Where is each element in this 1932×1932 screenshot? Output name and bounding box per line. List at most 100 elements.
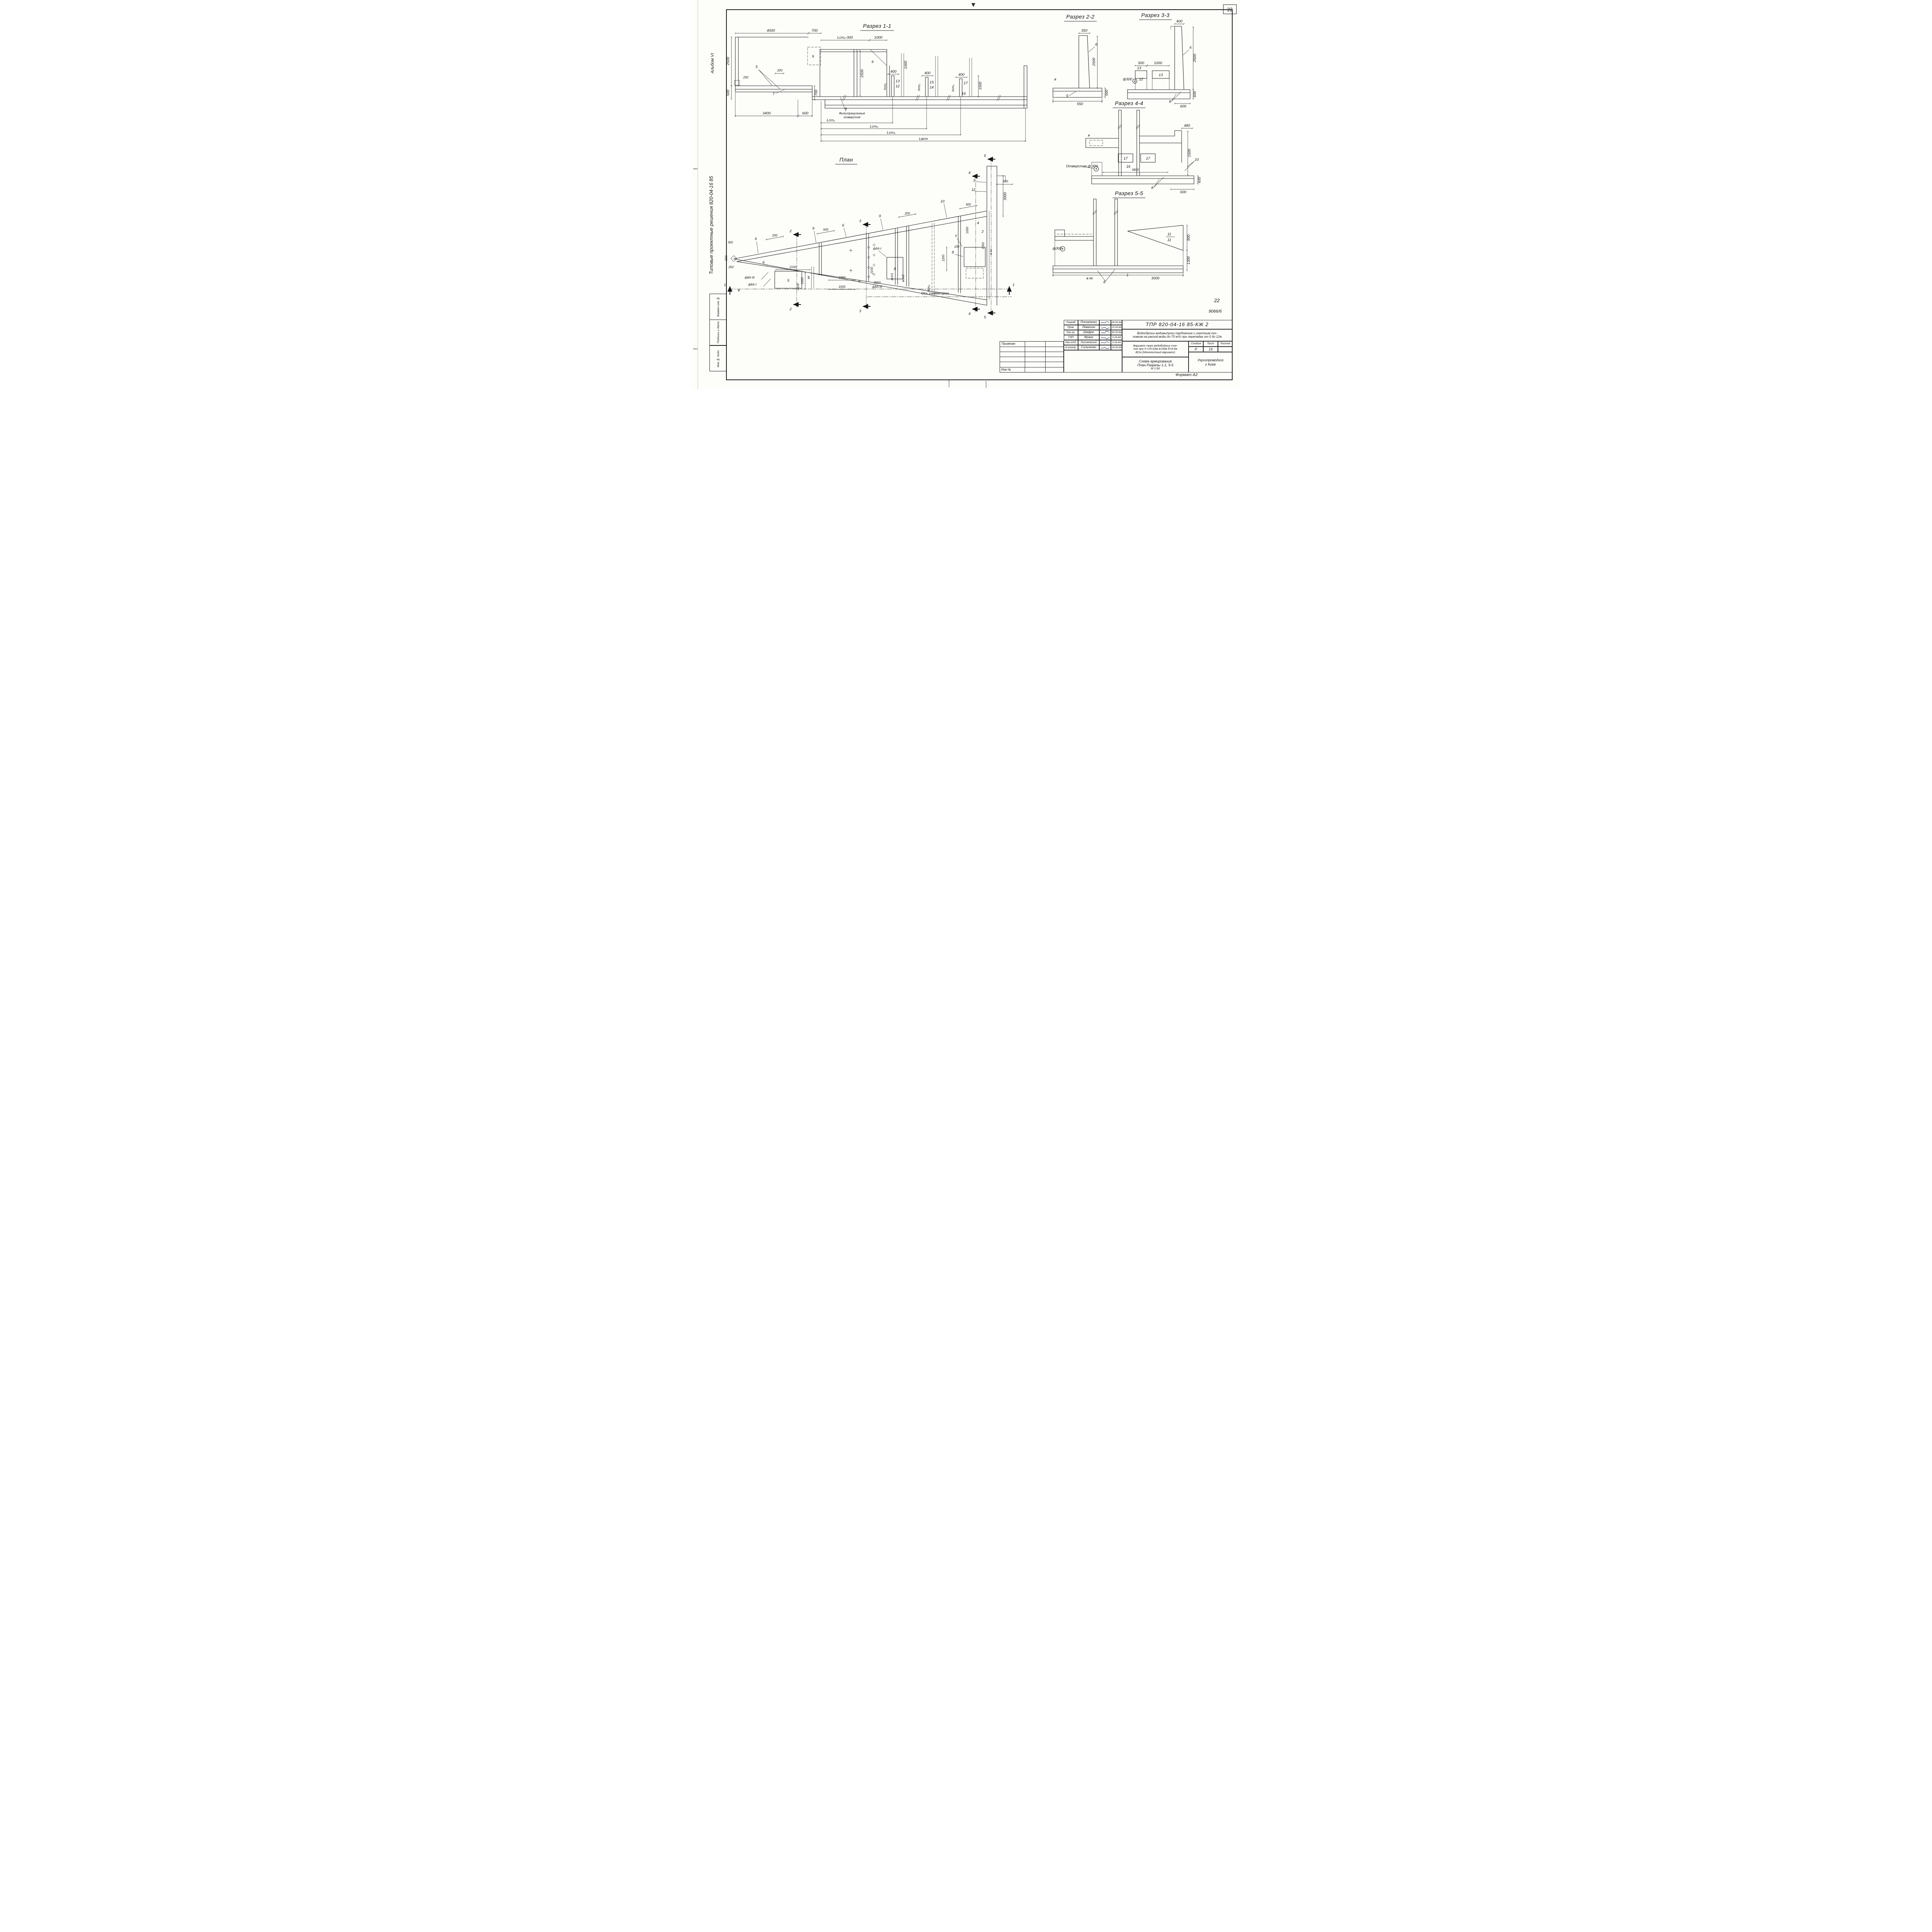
dim-label: в кк (1087, 276, 1093, 281)
position-label: 8 (845, 107, 847, 111)
description-line: Водосбросы-водовыпуски трубчатые с шахтн… (1137, 331, 1218, 335)
dim-label: 600 (802, 111, 809, 116)
name-cell: Лисняевский (1078, 340, 1099, 345)
dim-label: 400 (890, 70, 897, 74)
stamp-box-signature-date: Подпись и дата (709, 319, 726, 346)
dim-label: 1000 (966, 227, 969, 234)
position-label: 6 (842, 223, 844, 228)
note-text: Фильтрационные (839, 112, 865, 115)
dim-label: 200 (772, 234, 777, 237)
dim-label: 2500 (1193, 54, 1197, 63)
position-label: 6 (755, 237, 757, 241)
dim-label: ф300 (1123, 77, 1133, 82)
section-title: Разрез 5-5 (1115, 190, 1143, 196)
dim-label: 4000 (767, 29, 775, 33)
rebar-label: Y (955, 234, 957, 238)
dim-label: 1000 (981, 242, 985, 249)
organization-line: г Киев (1205, 362, 1216, 366)
stage-header: Стадия (1189, 341, 1203, 347)
position-label: 8 (952, 250, 954, 255)
cut-label: 3 (859, 219, 861, 223)
name-cell: Сильченко (1078, 345, 1099, 350)
position-label: 13 (896, 79, 900, 83)
variant-line: нок при h н.б=10м в=20м б=4,5м (1133, 347, 1177, 351)
sheets-value (1218, 347, 1232, 352)
note-text: Ось симметрии (921, 291, 949, 296)
position-label: 2 (981, 230, 984, 234)
position-label: 11 (971, 188, 975, 192)
date-cell: 6.05.84 (1111, 340, 1122, 345)
section-title: Разрез 3-3 (1141, 12, 1169, 18)
description-line: ловком на расход воды до 70 м³/с при пер… (1133, 335, 1222, 338)
signature-scribble (1100, 347, 1110, 349)
dim-label: 1000 (1154, 61, 1162, 65)
dim-label: 700 (814, 89, 818, 96)
registration-mark (971, 3, 975, 7)
cut-label: 2 (789, 229, 792, 233)
position-label: 13 (1159, 73, 1163, 77)
signature-scribble (1100, 321, 1110, 323)
variant-line: ВСм (Монолитный вариант) (1135, 350, 1175, 354)
signature-scribble (1100, 331, 1110, 333)
stage-value: Р (1189, 347, 1203, 352)
position-label: 11 (1167, 238, 1171, 242)
position-label: 10 (940, 199, 945, 204)
dim-label: 3400 (1132, 168, 1139, 172)
format-note: Формат А2 (1175, 372, 1198, 377)
position-label: 5 (787, 279, 789, 283)
rebar-dots (849, 244, 875, 283)
signature-scribble (1100, 337, 1110, 339)
position-label: 16 (962, 92, 966, 96)
role-cell: Рук.гр. (1064, 330, 1078, 335)
section-3-3: Разрез 3-3 400 6 13 13 500 1000 ф300 12 … (1123, 12, 1197, 109)
date-cell: 5.05.84 (1111, 335, 1122, 340)
signature-cell (1099, 340, 1111, 345)
slab-panel (774, 271, 802, 289)
date-cell: 16.05.84 (1111, 345, 1122, 350)
dim-label: в (1088, 133, 1090, 138)
cut-label: 4 (968, 171, 970, 175)
dim-label: 600 (1180, 190, 1187, 194)
dim-label: 1500 (1187, 149, 1192, 157)
dim-label: 600 (1180, 104, 1187, 109)
dim-label: 500 (1105, 89, 1109, 96)
dashed-panel (966, 268, 984, 279)
dim-label: 2500 (726, 57, 730, 66)
dim-label: вст2 (901, 274, 905, 282)
sheet-value: 19 (1203, 347, 1218, 352)
stamp-box-label: Подпись и дата (716, 321, 720, 344)
sheet-title-line: План Разрезы 1-1, 5-5 (1137, 363, 1173, 367)
rebar-label: ф6А-I (873, 247, 881, 250)
sheet-header: Лист (1203, 341, 1218, 347)
dim-label: 550 (724, 255, 728, 261)
name-cell: Левашин (1078, 325, 1099, 330)
position-label: 9 (812, 54, 814, 59)
sheet-frame: 22 (726, 4, 1237, 380)
position-label: 16 (1126, 165, 1131, 169)
dim-label: 1000 (838, 285, 845, 289)
project-description: Водосбросы-водовыпуски трубчатые с шахтн… (1122, 329, 1232, 341)
dim-label: 350 (1081, 29, 1088, 33)
album-label: Альбом VI (710, 53, 715, 73)
dim-label: в кк (989, 249, 993, 255)
drawing-canvas: 22 Разрез 1-1 4000 700 9 Lст₁-300 1000 2… (693, 0, 1237, 389)
position-label: 15 (930, 80, 934, 85)
dim-label: Lст₃ (887, 131, 895, 135)
name-cell: Потапенко (1078, 320, 1099, 325)
note-text: отверстия (844, 116, 861, 119)
dim-label: 200 (777, 69, 782, 72)
dim-label: в (1054, 77, 1056, 82)
role-cell: Разраб (1064, 320, 1078, 325)
dim-label: 500 (966, 203, 971, 206)
stamp-box-label: Инв.№ подл. (716, 349, 720, 367)
position-label: 6 (762, 260, 765, 265)
variant-description: Вариант трех водобойных сте- нок при h н… (1122, 341, 1189, 357)
name-cell: Шафре (1078, 330, 1099, 335)
dim-label: 600 (1193, 91, 1197, 97)
role-cell: ГИП (1064, 335, 1078, 340)
position-label: 5 (755, 65, 758, 69)
role-cell: Н.контр. (1064, 345, 1078, 350)
dim-label: 1500 (978, 82, 983, 90)
date-cell: 30.05.84 (1111, 330, 1122, 335)
position-label: 8 (1151, 186, 1153, 190)
